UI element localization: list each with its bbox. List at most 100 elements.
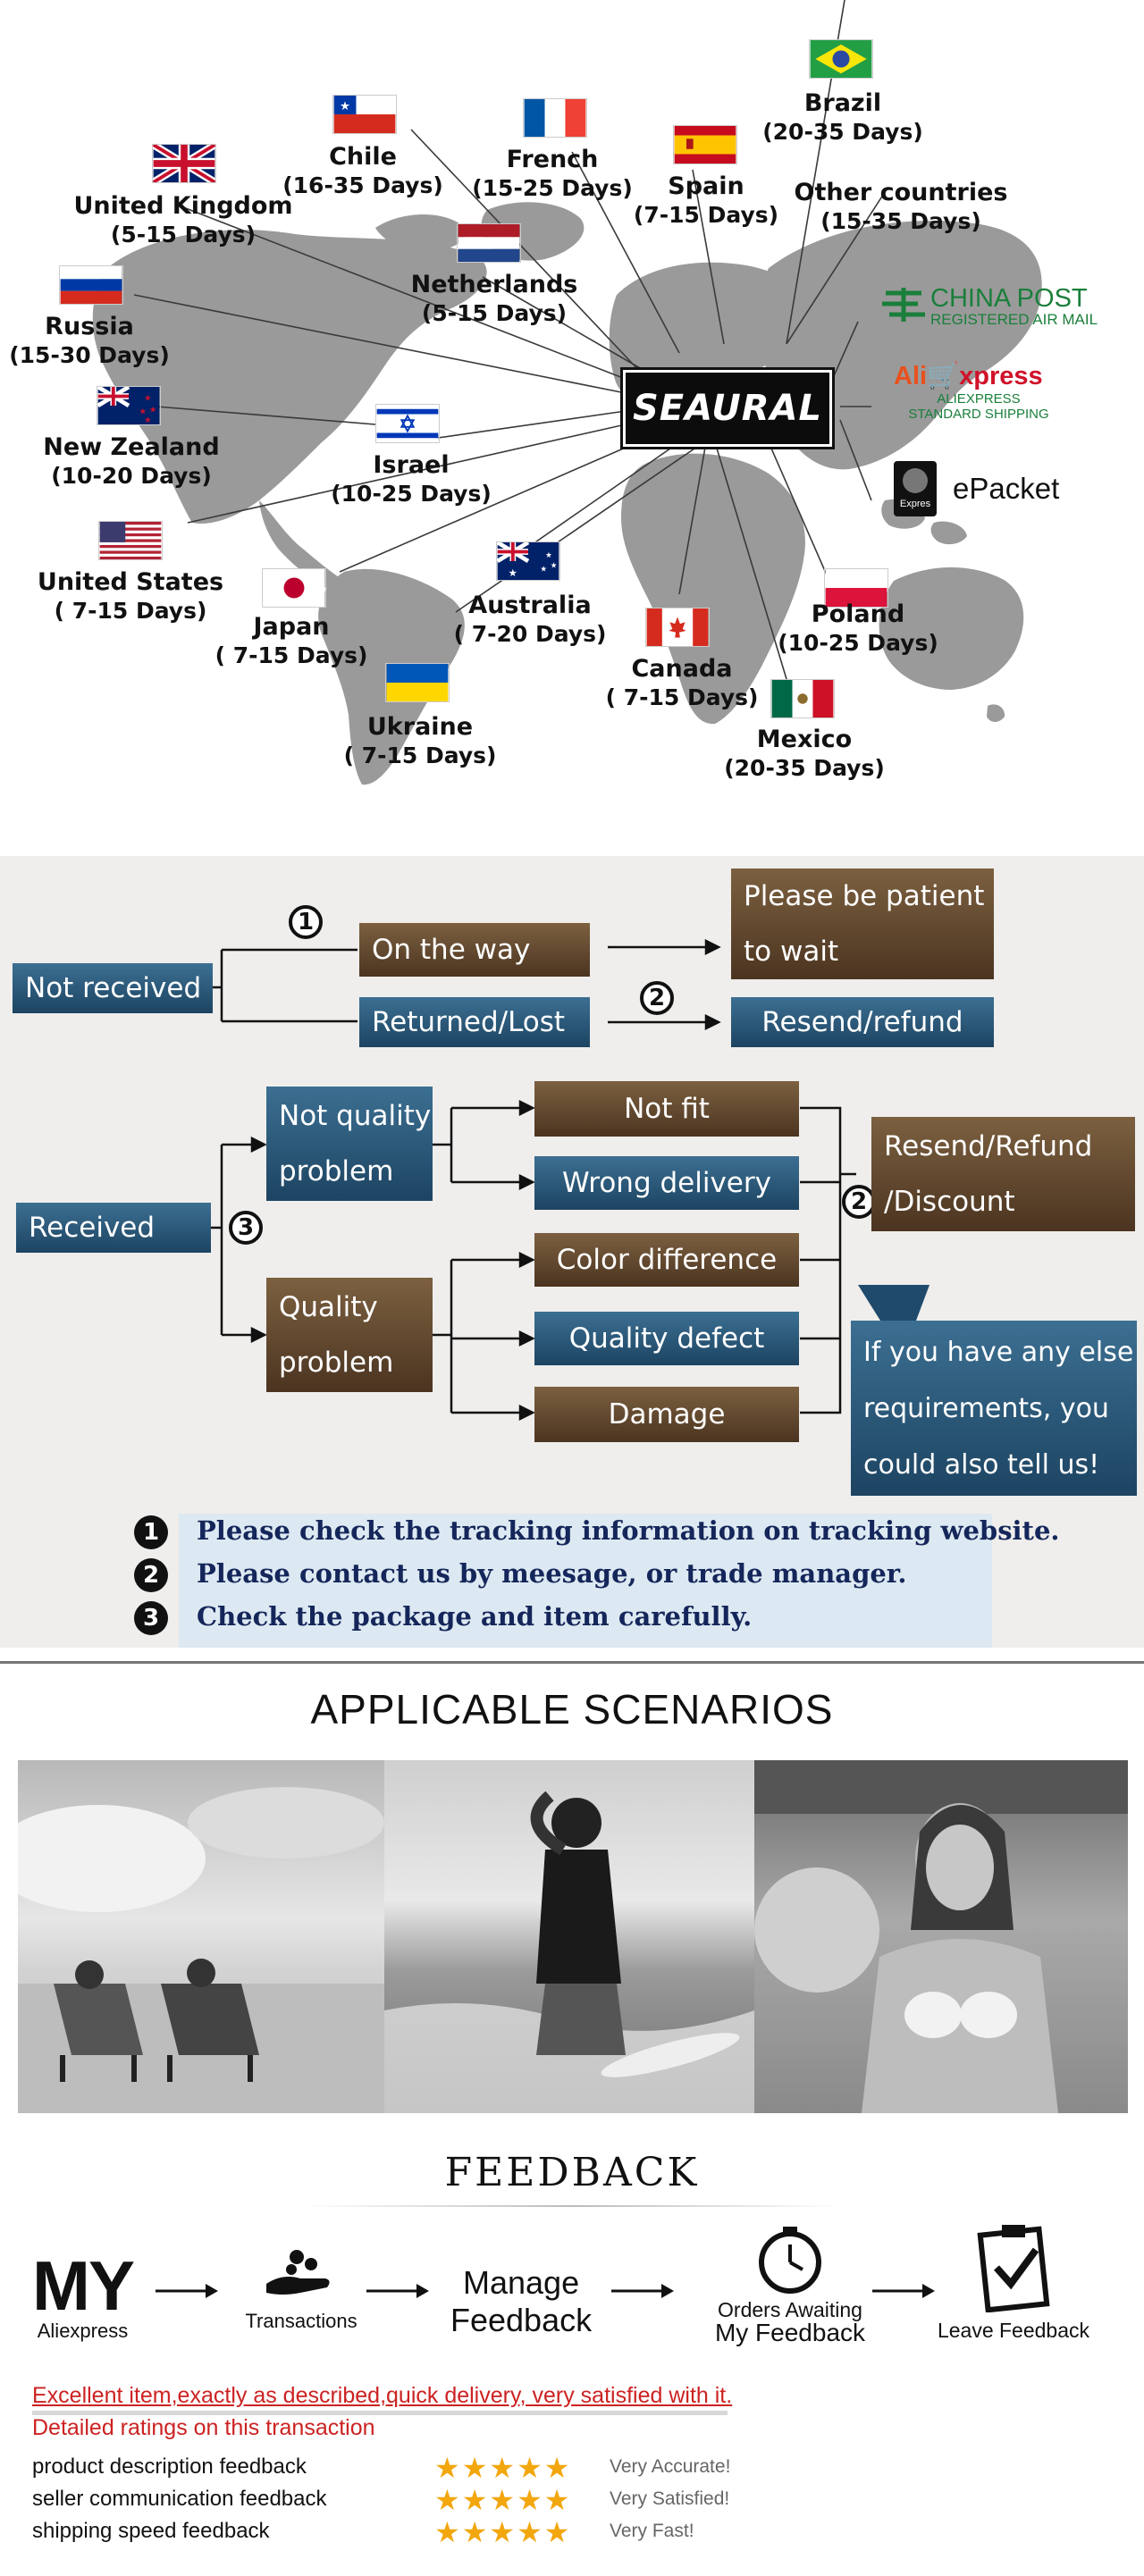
flag-poland-icon [824,568,888,608]
flag-russia-icon [59,265,123,305]
detailed-ratings-title: Detailed ratings on this transaction [32,2415,375,2440]
rating-label: product description feedback [32,2454,307,2479]
wrong-delivery-box: Wrong delivery [534,1156,799,1210]
note-number-1: 1 [134,1515,168,1549]
note-number-2: 2 [134,1558,168,1592]
rating-label: shipping speed feedback [32,2519,270,2543]
country-australia: Australia( 7-20 Days) [453,592,607,647]
country-brazil: Brazil(20-35 Days) [762,89,923,145]
manage-feedback-step: Manage Feedback [450,2264,593,2338]
flag-us-icon [98,521,163,560]
notes-background [179,1514,992,1648]
country-mexico: Mexico(20-35 Days) [724,726,885,781]
arrow-right-icon [366,2284,429,2298]
country-japan: Japan( 7-15 Days) [214,613,368,668]
woman-pool-photo [754,1760,1128,2113]
rating-verdict: Very Accurate! [610,2456,731,2477]
resend-refund-box: Resend/refund [731,997,994,1047]
country-chile: Chile(16-35 Days) [282,143,443,198]
clock-icon [759,2227,821,2294]
returned-lost-box: Returned/Lost [359,997,590,1047]
country-us: United States( 7-15 Days) [37,568,224,624]
woman-surfing-photo [384,1760,754,2113]
clipboard-check-icon [977,2225,1050,2313]
epacket-icon: Expres [894,461,937,516]
rating-label: seller communication feedback [32,2487,327,2511]
note-2: Please contact us by meesage, or trade m… [197,1558,907,1589]
country-canada: Canada( 7-15 Days) [605,655,759,710]
world-map [92,0,1042,785]
step-number-2: 2 [640,981,674,1015]
flag-chile-icon: ★ [332,95,397,134]
my-aliexpress-step: MY Aliexpress [32,2246,135,2342]
star-rating-icon: ★★★★★ [434,2452,572,2484]
arrow-right-icon [156,2284,218,2298]
flag-spain-icon [673,125,737,164]
after-sales-process: Not received On the way Returned/Lost Pl… [0,856,1144,1648]
star-rating-icon: ★★★★★ [434,2484,572,2516]
flag-uk-icon [152,144,216,183]
scenarios-title: APPLICABLE SCENARIOS [310,1686,834,1733]
hand-coins-icon [266,2250,330,2295]
china-post-icon [882,288,925,322]
rating-row: shipping speed feedback ★★★★★ Very Fast! [32,2516,1105,2549]
flag-australia-icon: ★ ★ ★ ★ [496,541,560,581]
svg-text:★: ★ [551,562,558,571]
svg-text:★: ★ [540,565,547,574]
flag-ukraine-icon [385,663,450,702]
damage-box: Damage [534,1387,799,1442]
country-new-zealand: New Zealand(10-20 Days) [43,433,220,489]
step-number-1: 1 [289,905,323,939]
beach-chairs-photo [18,1760,384,2113]
not-received-box: Not received [13,963,213,1013]
svg-text:★: ★ [149,406,157,415]
not-fit-box: Not fit [534,1081,799,1137]
resolution-box: Resend/Refund/Discount [871,1117,1135,1231]
country-russia: Russia(15-30 Days) [9,313,170,368]
leave-feedback-step: Leave Feedback [924,2223,1103,2343]
note-1: Please check the tracking information on… [197,1515,1060,1546]
flag-brazil-icon [809,39,873,79]
country-other: Other countries(15-35 Days) [794,179,1008,234]
rating-verdict: Very Satisfied! [610,2488,730,2509]
flag-netherlands-icon [457,223,521,263]
svg-text:★: ★ [340,100,350,113]
svg-text:★: ★ [545,551,552,560]
svg-text:★: ★ [509,566,517,579]
on-the-way-box: On the way [359,923,590,977]
star-rating-icon: ★★★★★ [434,2516,572,2548]
flag-israel-icon [375,404,440,443]
svg-text:★: ★ [144,393,152,403]
rating-row: seller communication feedback ★★★★★ Very… [32,2484,1105,2517]
feedback-title-underline [304,2205,840,2207]
country-netherlands: Netherlands(5-15 Days) [410,271,578,326]
section-divider [0,1661,1144,1664]
flag-new-zealand-icon: ★★★★ [97,386,161,425]
orders-awaiting-step: Orders Awaiting My Feedback [701,2225,879,2345]
received-box: Received [16,1203,211,1253]
flag-france-icon [523,98,587,138]
svg-text:★: ★ [144,415,152,424]
country-spain: Spain(7-15 Days) [633,172,779,228]
country-poland: Poland(10-25 Days) [778,600,938,656]
arrow-right-icon [611,2284,674,2298]
country-israel: Israel(10-25 Days) [331,451,492,507]
brand-logo: SEAURAL [623,370,832,447]
transactions-step: Transactions [234,2243,368,2333]
step-number-3: 3 [229,1211,263,1245]
feedback-comment: Excellent item,exactly as described,quic… [32,2383,733,2408]
quality-defect-box: Quality defect [534,1312,799,1365]
feedback-spacer [0,2146,1144,2147]
feedback-title: FEEDBACK [444,2150,700,2195]
rating-row: product description feedback ★★★★★ Very … [32,2452,1105,2485]
arrow-right-icon [872,2284,935,2298]
comment-divider [32,2411,728,2415]
country-french: French(15-25 Days) [472,146,633,201]
flag-canada-icon [645,608,710,647]
flag-mexico-icon [770,679,835,718]
color-difference-box: Color difference [534,1233,799,1287]
